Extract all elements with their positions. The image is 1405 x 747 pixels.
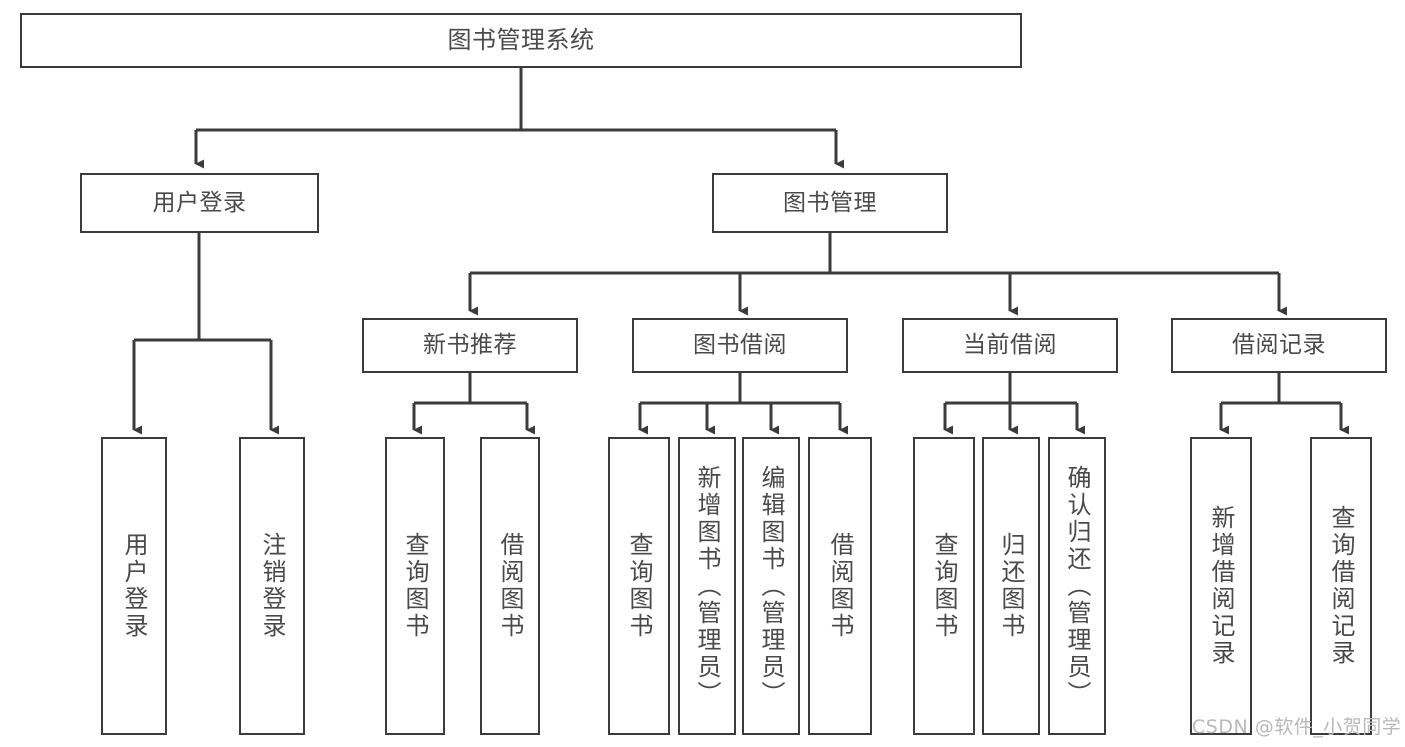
- node-label: 图书管理: [783, 189, 877, 216]
- node-label: 用户登录: [152, 189, 247, 216]
- node-label: 借阅图书: [826, 532, 854, 640]
- node-label: 查询图书: [625, 532, 653, 640]
- node-label: 查询图书: [401, 532, 429, 640]
- node-label: 查询借阅记录: [1327, 505, 1355, 667]
- node-label: 借阅图书: [496, 532, 524, 640]
- node-leaf-edit-book-admin[interactable]: 编辑图书（管理员）: [742, 437, 800, 735]
- node-leaf-return-book[interactable]: 归还图书: [982, 437, 1040, 735]
- node-label: 新增借阅记录: [1207, 505, 1235, 667]
- node-user-login[interactable]: 用户登录: [80, 173, 319, 233]
- node-current-borrow[interactable]: 当前借阅: [902, 318, 1118, 373]
- node-new-book-recommend[interactable]: 新书推荐: [362, 318, 578, 373]
- node-book-management[interactable]: 图书管理: [712, 173, 948, 233]
- node-label: 图书借阅: [693, 332, 787, 359]
- node-label: 编辑图书（管理员）: [757, 464, 785, 708]
- node-leaf-query-book-current[interactable]: 查询图书: [913, 437, 975, 735]
- node-label: 查询图书: [930, 532, 958, 640]
- node-book-borrow[interactable]: 图书借阅: [632, 318, 848, 373]
- node-leaf-query-book-borrow[interactable]: 查询图书: [608, 437, 670, 735]
- node-leaf-query-book-recommend[interactable]: 查询图书: [385, 437, 445, 735]
- node-label: 归还图书: [997, 532, 1025, 640]
- node-label: 用户登录: [120, 532, 148, 640]
- node-label: 借阅记录: [1232, 332, 1326, 359]
- node-borrow-record[interactable]: 借阅记录: [1171, 318, 1387, 373]
- node-leaf-borrow-book-recommend[interactable]: 借阅图书: [480, 437, 540, 735]
- node-root-book-management-system[interactable]: 图书管理系统: [20, 13, 1022, 68]
- node-label: 新书推荐: [423, 332, 517, 359]
- node-leaf-query-borrow-record[interactable]: 查询借阅记录: [1310, 437, 1372, 735]
- node-leaf-user-logout[interactable]: 注销登录: [239, 437, 305, 735]
- node-label: 图书管理系统: [447, 25, 595, 54]
- node-leaf-user-login[interactable]: 用户登录: [101, 437, 167, 735]
- node-label: 新增图书（管理员）: [693, 464, 721, 708]
- node-leaf-add-book-admin[interactable]: 新增图书（管理员）: [678, 437, 736, 735]
- node-label: 当前借阅: [963, 332, 1057, 359]
- node-leaf-borrow-book-borrow[interactable]: 借阅图书: [808, 437, 872, 735]
- node-leaf-add-borrow-record[interactable]: 新增借阅记录: [1190, 437, 1252, 735]
- node-leaf-confirm-return-admin[interactable]: 确认归还（管理员）: [1048, 437, 1106, 735]
- node-label: 注销登录: [258, 532, 286, 640]
- node-label: 确认归还（管理员）: [1063, 464, 1091, 708]
